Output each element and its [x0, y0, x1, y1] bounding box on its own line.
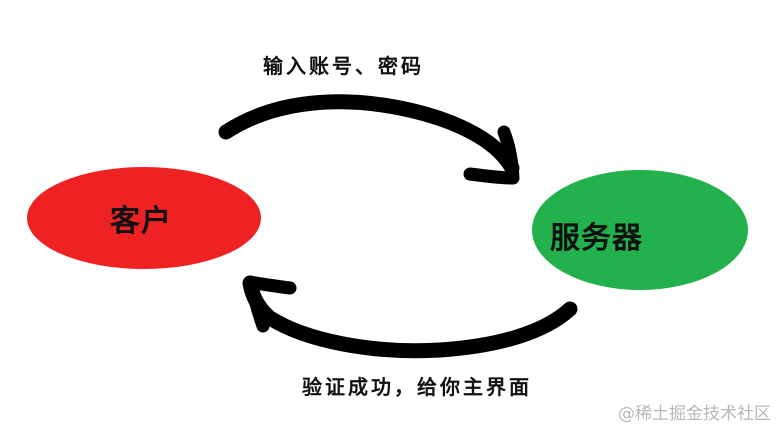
- response-arrowhead-icon: [243, 275, 297, 333]
- server-label: 服务器: [550, 221, 643, 256]
- request-arrowhead-icon: [463, 125, 520, 185]
- request-arrow: [218, 94, 520, 176]
- client-label: 客户: [110, 204, 172, 239]
- watermark: @稀土掘金技术社区: [618, 404, 771, 424]
- client-node: [27, 167, 261, 269]
- response-label: 验证成功，给你主界面: [302, 375, 532, 399]
- request-label: 输入账号、密码: [263, 54, 424, 78]
- server-node: [532, 170, 748, 290]
- response-arrow: [242, 275, 578, 359]
